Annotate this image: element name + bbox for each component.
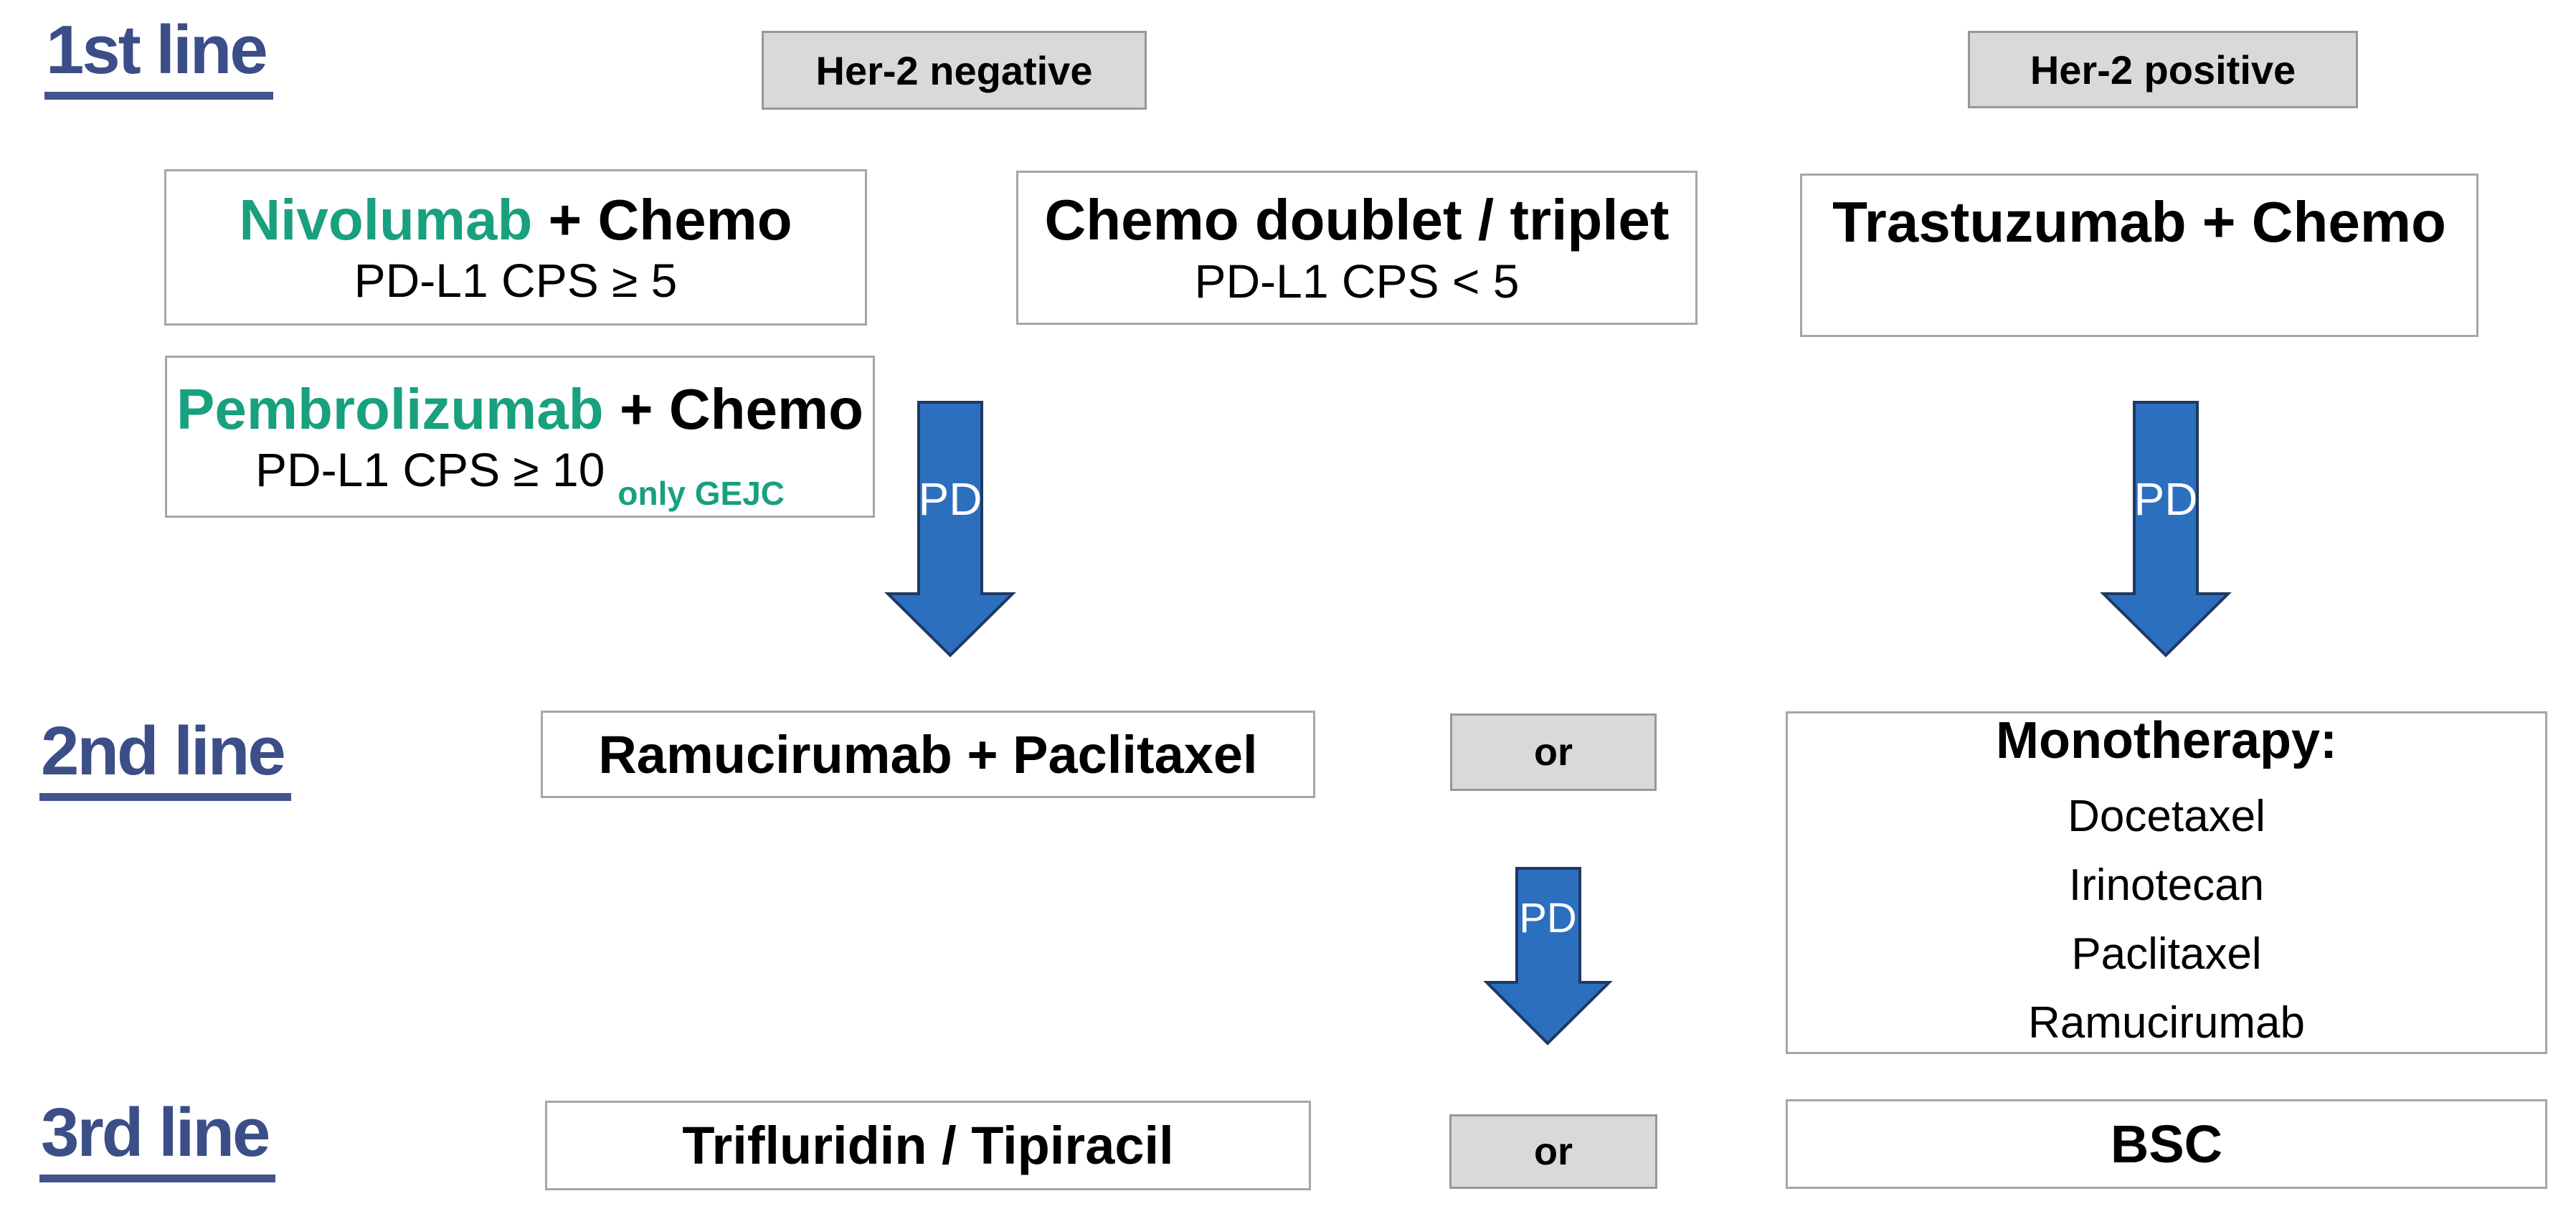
trastuzumab-chemo-box: Trastuzumab + Chemo [1800, 174, 2478, 337]
chemo-doublet-criteria: PD-L1 CPS < 5 [1194, 254, 1520, 308]
nivolumab-criteria: PD-L1 CPS ≥ 5 [354, 254, 678, 308]
her2-positive-label: Her-2 positive [1968, 31, 2358, 108]
her2-negative-text: Her-2 negative [815, 47, 1093, 93]
nivolumab-drug-name: Nivolumab [239, 187, 533, 252]
pembrolizumab-combo-suffix: + Chemo [603, 376, 863, 441]
or-text-2nd-line: or [1534, 731, 1573, 774]
pembrolizumab-gejc-note: only GEJC [617, 475, 785, 513]
pembrolizumab-chemo-title: Pembrolizumab + Chemo [176, 376, 863, 443]
nivolumab-chemo-box: Nivolumab + Chemo PD-L1 CPS ≥ 5 [164, 169, 867, 326]
monotherapy-option-ramucirumab: Ramucirumab [2028, 997, 2305, 1048]
nivolumab-combo-suffix: + Chemo [532, 187, 792, 252]
monotherapy-option-paclitaxel: Paclitaxel [2071, 929, 2262, 979]
pembrolizumab-drug-name: Pembrolizumab [176, 376, 604, 441]
ramucirumab-paclitaxel-title: Ramucirumab + Paclitaxel [598, 724, 1258, 784]
arrow-down-shape [1483, 867, 1613, 1045]
heading-1st-line: 1st line [44, 16, 273, 100]
or-box-2nd-line: or [1450, 713, 1657, 791]
bsc-box: BSC [1786, 1099, 2547, 1189]
trifluridin-tipiracil-title: Trifluridin / Tipiracil [682, 1116, 1174, 1175]
or-text-3rd-line: or [1534, 1130, 1573, 1173]
her2-negative-label: Her-2 negative [762, 31, 1147, 110]
pd-arrow-her2-negative [884, 401, 1016, 658]
trifluridin-tipiracil-box: Trifluridin / Tipiracil [545, 1101, 1311, 1190]
monotherapy-option-irinotecan: Irinotecan [2068, 860, 2265, 910]
trastuzumab-chemo-title: Trastuzumab + Chemo [1832, 190, 2446, 254]
pembrolizumab-criteria: PD-L1 CPS ≥ 10 [255, 443, 605, 497]
pd-arrow-middle [1483, 867, 1613, 1045]
pembrolizumab-criteria-row: PD-L1 CPS ≥ 10 only GEJC [255, 443, 785, 512]
chemo-doublet-title: Chemo doublet / triplet [1044, 188, 1670, 252]
chemo-doublet-box: Chemo doublet / triplet PD-L1 CPS < 5 [1016, 171, 1697, 325]
heading-2nd-line: 2nd line [39, 717, 291, 801]
or-box-3rd-line: or [1449, 1114, 1657, 1189]
arrow-down-shape [884, 401, 1016, 658]
monotherapy-option-docetaxel: Docetaxel [2068, 791, 2265, 841]
monotherapy-title: Monotherapy: [1996, 712, 2337, 770]
bsc-title: BSC [2110, 1114, 2223, 1174]
her2-positive-text: Her-2 positive [2030, 47, 2296, 92]
ramucirumab-paclitaxel-box: Ramucirumab + Paclitaxel [541, 711, 1315, 798]
pd-label-middle: PD [1519, 895, 1577, 941]
pd-arrow-her2-positive [2100, 401, 2232, 658]
heading-3rd-line: 3rd line [39, 1099, 276, 1182]
pd-label-right: PD [2134, 473, 2198, 525]
pd-label-left: PD [918, 473, 982, 525]
arrow-down-shape [2100, 401, 2232, 658]
nivolumab-chemo-title: Nivolumab + Chemo [239, 186, 792, 254]
pembrolizumab-chemo-box: Pembrolizumab + Chemo PD-L1 CPS ≥ 10 only… [165, 356, 875, 518]
monotherapy-box: Monotherapy: Docetaxel Irinotecan Paclit… [1786, 711, 2547, 1054]
